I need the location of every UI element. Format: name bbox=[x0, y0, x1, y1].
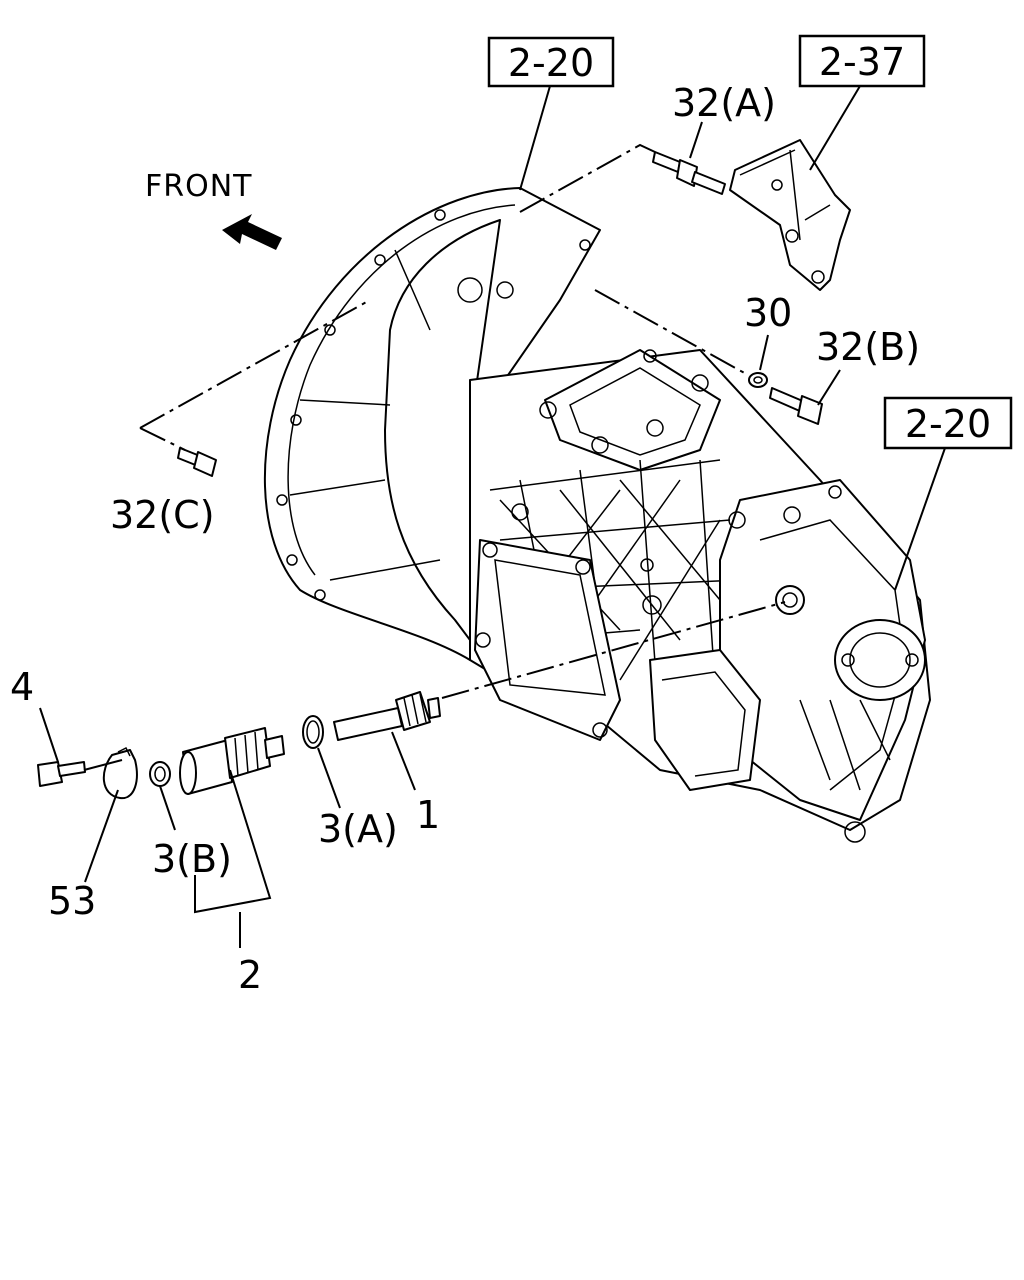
front-arrow-icon bbox=[222, 214, 282, 250]
o-ring-3a bbox=[302, 715, 324, 749]
clamp-53 bbox=[102, 746, 138, 800]
washer-30 bbox=[748, 372, 768, 388]
ref-box-top-right: 2-37 bbox=[798, 34, 926, 88]
ref-box-top-left: 2-20 bbox=[487, 36, 615, 88]
svg-text:2-20: 2-20 bbox=[905, 402, 991, 446]
callout-30: 30 bbox=[744, 291, 792, 335]
front-label: FRONT bbox=[145, 169, 252, 204]
svg-text:2-20: 2-20 bbox=[508, 41, 594, 85]
svg-text:2-37: 2-37 bbox=[819, 40, 905, 84]
bolt-4 bbox=[37, 761, 86, 787]
phantom-lines bbox=[139, 143, 786, 699]
sleeve-3b bbox=[149, 761, 171, 787]
callout-4: 4 bbox=[10, 665, 34, 709]
stud-32a bbox=[652, 151, 726, 195]
leader-lines bbox=[39, 85, 946, 948]
bolt-32c bbox=[177, 447, 217, 477]
callout-53: 53 bbox=[48, 879, 96, 923]
callout-2: 2 bbox=[238, 953, 262, 997]
callout-32b: 32(B) bbox=[816, 325, 920, 369]
callout-32a: 32(A) bbox=[672, 81, 776, 125]
driven-gear-1 bbox=[333, 691, 441, 741]
transmission-housing bbox=[263, 187, 931, 843]
callout-32c: 32(C) bbox=[110, 493, 215, 537]
callout-3a: 3(A) bbox=[318, 807, 398, 851]
callout-3b: 3(B) bbox=[152, 837, 232, 881]
bolt-32b bbox=[769, 387, 823, 425]
mounting-bracket bbox=[729, 139, 851, 291]
callout-1: 1 bbox=[416, 793, 440, 837]
sleeve-2 bbox=[179, 727, 285, 795]
ref-box-right: 2-20 bbox=[883, 396, 1013, 450]
